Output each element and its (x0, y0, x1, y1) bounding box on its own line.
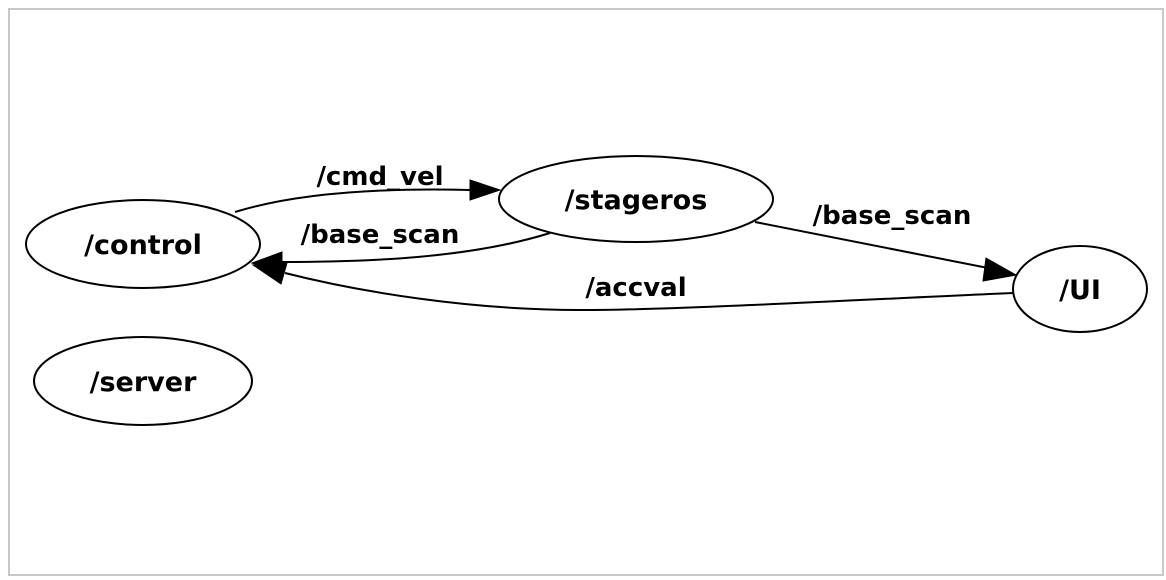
node-server-label: /server (90, 367, 197, 398)
edge-cmd-vel-line (234, 188, 471, 213)
node-control-label: /control (84, 230, 202, 261)
diagram-frame (8, 8, 1164, 576)
edge-base-scan-to-ui-label: /base_scan (813, 201, 972, 231)
edge-cmd-vel-label: /cmd_vel (316, 162, 443, 192)
edge-base-scan-to-control-label: /base_scan (301, 220, 460, 250)
node-ui-ellipse (1012, 245, 1148, 333)
edge-cmd-vel[interactable]: /cmd_vel (234, 162, 502, 213)
edge-accval-line (284, 272, 1014, 312)
edge-base-scan-to-control-line (279, 232, 551, 263)
node-stageros-ellipse (498, 155, 774, 243)
edge-base-scan-to-control[interactable]: /base_scan (250, 220, 551, 275)
edge-base-scan-to-ui[interactable]: /base_scan (754, 201, 1018, 282)
edge-accval[interactable]: /accval (251, 262, 1014, 312)
edge-base-scan-to-ui-arrowhead (982, 257, 1018, 282)
node-stageros-label: /stageros (565, 185, 708, 216)
edge-accval-label: /accval (585, 273, 686, 303)
edge-base-scan-to-ui-line (754, 221, 989, 269)
node-server-ellipse (33, 336, 253, 426)
edge-cmd-vel-arrowhead (469, 179, 502, 201)
node-control-ellipse (25, 199, 261, 289)
node-server[interactable]: /server (33, 336, 253, 426)
node-control[interactable]: /control (25, 199, 261, 289)
edge-accval-arrowhead (251, 262, 288, 285)
node-stageros[interactable]: /stageros (498, 155, 774, 243)
node-ui[interactable]: /UI (1012, 245, 1148, 333)
node-ui-label: /UI (1059, 275, 1101, 306)
